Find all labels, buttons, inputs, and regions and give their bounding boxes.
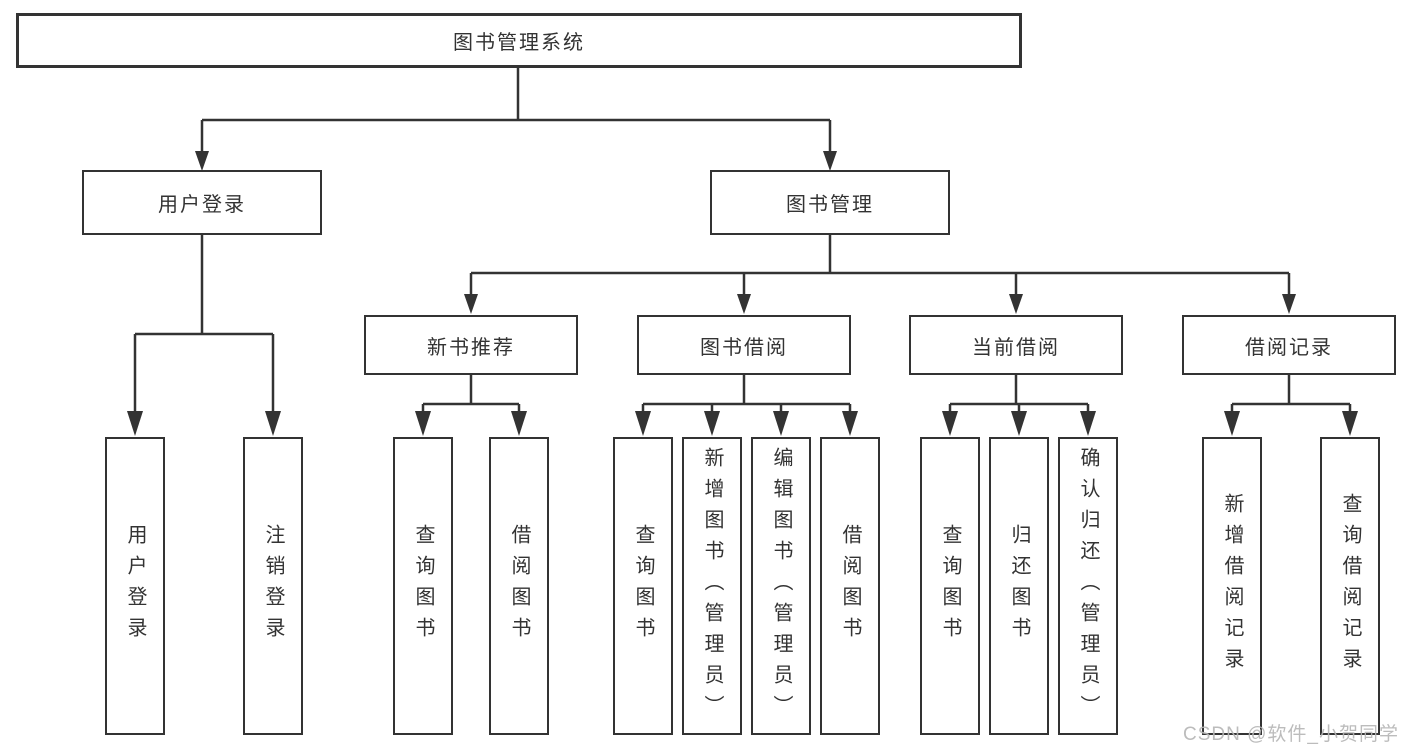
node-leaf-return-books-label: 归还图书 (1008, 524, 1030, 648)
node-leaf-user-login-label: 用户登录 (124, 524, 146, 648)
node-leaf-borrow-books-label: 借阅图书 (839, 524, 861, 648)
node-current-borrowing: 当前借阅 (909, 315, 1123, 375)
node-leaf-edit-books-admin: 编辑图书（管理员） (751, 437, 811, 735)
node-borrow-records: 借阅记录 (1182, 315, 1396, 375)
node-root: 图书管理系统 (16, 13, 1022, 68)
connector-root-to-level2 (200, 68, 832, 152)
node-root-label: 图书管理系统 (453, 32, 585, 54)
node-new-book-recommend: 新书推荐 (364, 315, 578, 375)
node-leaf-query-books-recommend-label: 查询图书 (412, 524, 434, 648)
node-leaf-query-books-borrow: 查询图书 (613, 437, 673, 735)
node-borrow-records-label: 借阅记录 (1245, 336, 1333, 359)
connector-current-borrow-to-leaves (948, 375, 1090, 413)
node-leaf-add-books-admin-label: 新增图书（管理员） (701, 446, 723, 726)
node-leaf-logout-label: 注销登录 (262, 524, 284, 648)
node-new-book-recommend-label: 新书推荐 (427, 336, 515, 359)
connector-book-mgmt-to-level3 (469, 235, 1291, 295)
node-leaf-add-borrow-record: 新增借阅记录 (1202, 437, 1262, 735)
node-leaf-query-books-current-label: 查询图书 (939, 524, 961, 648)
connector-user-login-to-leaves (133, 235, 275, 412)
connector-new-book-to-leaves (421, 375, 521, 413)
arrowheads (127, 151, 1358, 436)
node-user-login: 用户登录 (82, 170, 322, 235)
node-leaf-return-books: 归还图书 (989, 437, 1049, 735)
node-leaf-query-books-current: 查询图书 (920, 437, 980, 735)
connector-borrow-record-to-leaves (1230, 375, 1352, 413)
node-book-borrowing-label: 图书借阅 (700, 336, 788, 359)
node-book-borrowing: 图书借阅 (637, 315, 851, 375)
node-leaf-user-login: 用户登录 (105, 437, 165, 735)
node-leaf-query-borrow-record-label: 查询借阅记录 (1339, 493, 1361, 679)
node-current-borrowing-label: 当前借阅 (972, 336, 1060, 359)
node-leaf-add-borrow-record-label: 新增借阅记录 (1221, 493, 1243, 679)
connector-book-borrow-to-leaves (641, 375, 852, 413)
node-leaf-query-books-borrow-label: 查询图书 (632, 524, 654, 648)
node-book-management-label: 图书管理 (786, 194, 874, 216)
csdn-watermark: CSDN @软件_小贺同学 (1183, 724, 1399, 745)
node-user-login-label: 用户登录 (158, 194, 246, 216)
node-leaf-borrow-books: 借阅图书 (820, 437, 880, 735)
node-leaf-borrow-books-recommend: 借阅图书 (489, 437, 549, 735)
node-leaf-logout: 注销登录 (243, 437, 303, 735)
node-leaf-query-borrow-record: 查询借阅记录 (1320, 437, 1380, 735)
node-leaf-query-books-recommend: 查询图书 (393, 437, 453, 735)
node-leaf-edit-books-admin-label: 编辑图书（管理员） (770, 446, 792, 726)
node-leaf-confirm-return-admin-label: 确认归还（管理员） (1077, 446, 1099, 726)
node-leaf-confirm-return-admin: 确认归还（管理员） (1058, 437, 1118, 735)
node-leaf-borrow-books-recommend-label: 借阅图书 (508, 524, 530, 648)
node-book-management: 图书管理 (710, 170, 950, 235)
node-leaf-add-books-admin: 新增图书（管理员） (682, 437, 742, 735)
